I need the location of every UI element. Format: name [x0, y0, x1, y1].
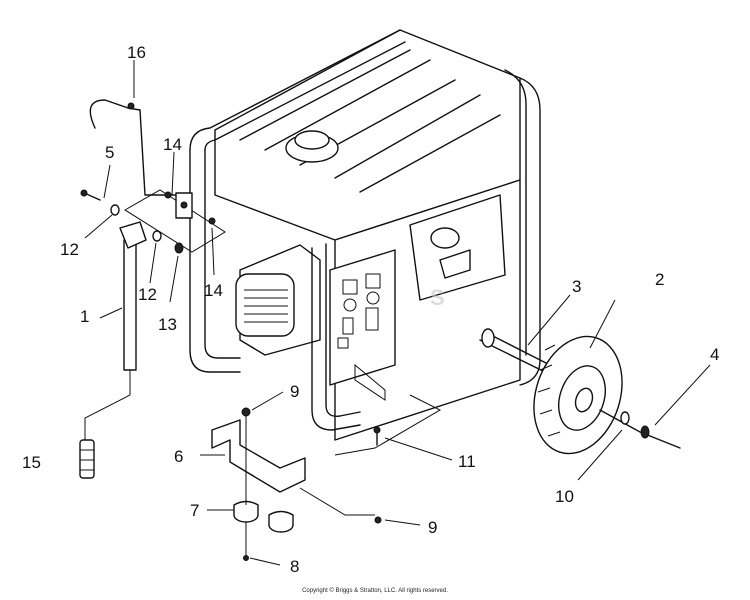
label-14-lower: 14 — [204, 281, 223, 300]
label-7: 7 — [190, 501, 199, 520]
label-5: 5 — [105, 143, 114, 162]
label-6: 6 — [174, 447, 183, 466]
label-10: 10 — [555, 487, 574, 506]
leader-lines — [84, 151, 711, 566]
label-13: 13 — [158, 315, 177, 334]
part-16-wire — [89, 60, 176, 196]
foot-bracket-assembly — [211, 363, 442, 561]
label-15: 15 — [22, 453, 41, 472]
label-14-upper: 14 — [163, 135, 182, 154]
label-9-upper: 9 — [290, 382, 299, 401]
label-16: 16 — [127, 43, 146, 62]
label-12-right: 12 — [138, 285, 157, 304]
label-8: 8 — [290, 557, 299, 576]
copyright-notice: Copyright © Briggs & Stratton, LLC. All … — [302, 588, 448, 594]
wheel-assembly — [533, 335, 681, 455]
label-4: 4 — [710, 345, 719, 364]
part-15-grip — [79, 439, 95, 479]
svg-text:S: S — [430, 285, 445, 310]
handle-bracket-assembly — [80, 189, 226, 254]
label-12-left: 12 — [60, 240, 79, 259]
label-2: 2 — [655, 270, 664, 289]
label-11: 11 — [458, 452, 476, 471]
label-9-lower: 9 — [428, 518, 437, 537]
label-3: 3 — [572, 277, 581, 296]
label-1: 1 — [80, 307, 89, 326]
generator-body: S — [189, 29, 549, 441]
part-labels: 1 2 3 4 5 6 7 8 9 9 10 11 12 12 13 14 14… — [22, 43, 719, 576]
part-1-handle — [84, 221, 147, 440]
